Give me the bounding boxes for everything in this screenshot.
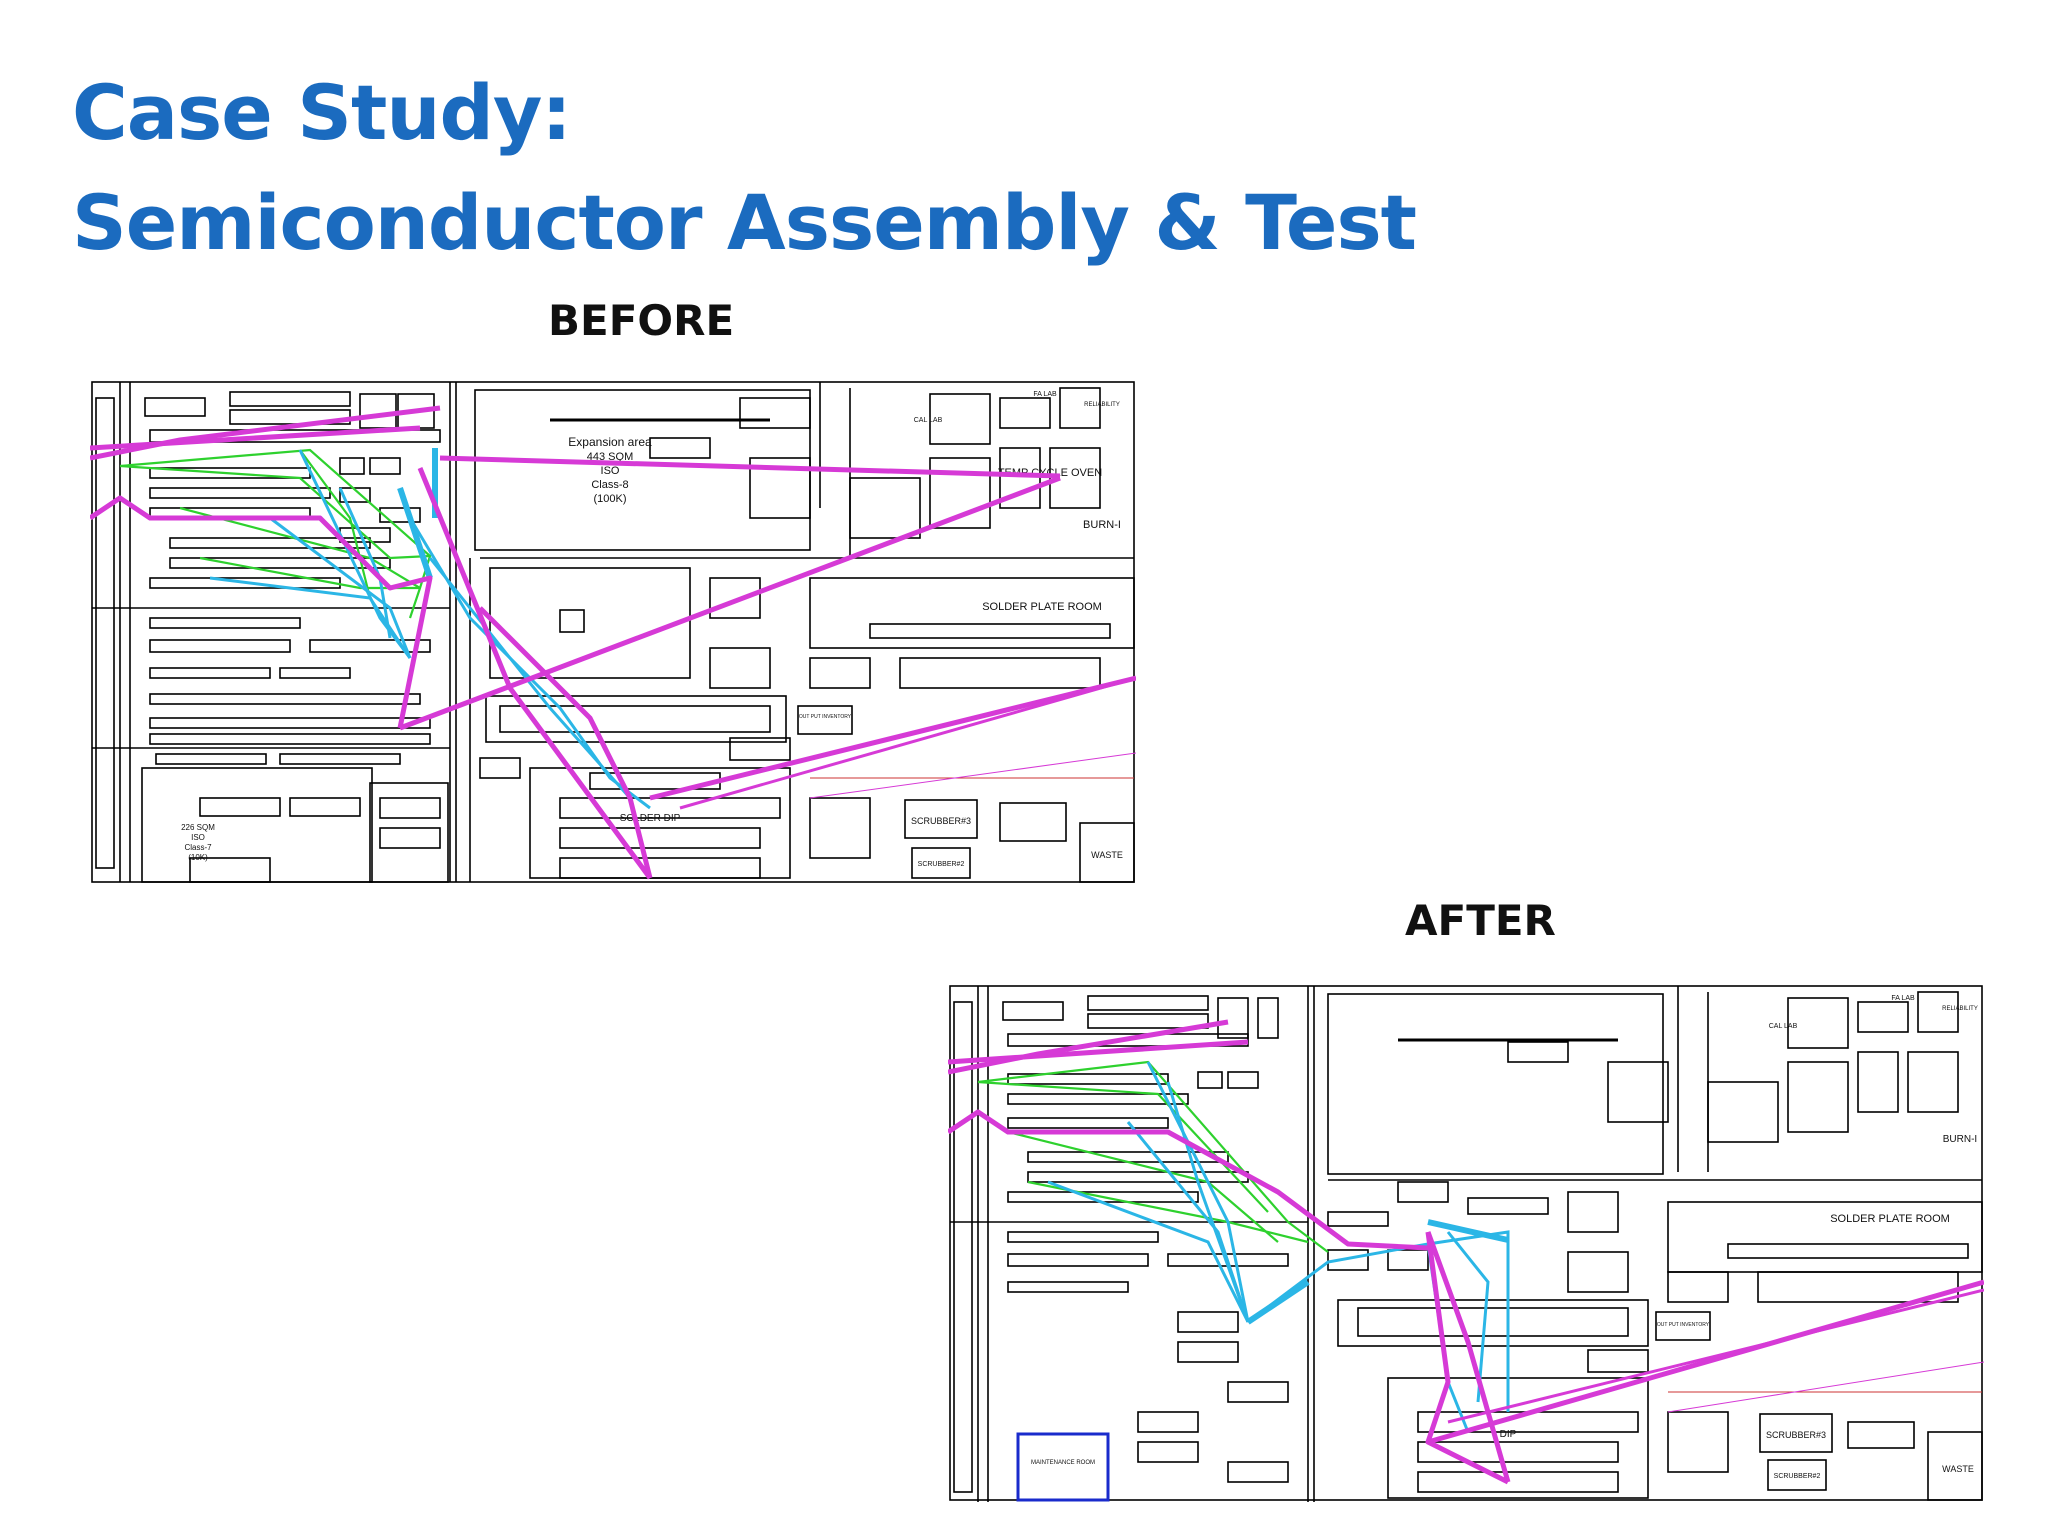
before-expansion-sqm-label: 443 SQM: [587, 451, 633, 463]
before-226-sqm-label: 226 SQM: [181, 823, 215, 832]
after-solder-plate-room-label: SOLDER PLATE ROOM: [1830, 1213, 1950, 1225]
before-floor-plan: Expansion area 443 SQM ISO Class-8 (100K…: [90, 378, 1136, 886]
before-class7-value: (10K): [188, 853, 208, 862]
before-class8-value: (100K): [593, 493, 626, 505]
before-expansion-area-label: Expansion area: [568, 435, 652, 449]
after-waste-label: WASTE: [1942, 1464, 1974, 1474]
before-cal-lab-label: CAL LAB: [914, 417, 943, 424]
after-reliability-label: RELIABILITY: [1942, 1006, 1978, 1012]
after-burn-in-label: BURN-I: [1943, 1134, 1977, 1145]
after-output-inventory-label: OUT PUT INVENTORY: [1657, 1322, 1710, 1328]
after-scrubber2-label: SCRUBBER#2: [1774, 1473, 1821, 1480]
before-class8-label: Class-8: [591, 479, 628, 491]
after-label: AFTER: [1405, 896, 1556, 945]
after-maintenance-room-outline: [1016, 1432, 1110, 1502]
title-line-1: Case Study:: [72, 68, 572, 157]
before-solder-plate-room-label: SOLDER PLATE ROOM: [982, 601, 1102, 613]
before-iso2-label: ISO: [191, 833, 205, 842]
after-cal-lab-label: CAL LAB: [1769, 1023, 1798, 1030]
slide-title: Case Study: Semiconductor Assembly & Tes…: [72, 58, 1417, 278]
after-fa-lab-label: FA LAB: [1891, 995, 1915, 1002]
before-class7-label: Class-7: [184, 843, 212, 852]
before-solder-dip-label: SOLDER DIP: [620, 813, 681, 824]
before-scrubber3-label: SCRUBBER#3: [911, 816, 971, 826]
after-magenta-flow: [948, 1019, 1984, 1485]
before-scrubber2-label: SCRUBBER#2: [918, 861, 965, 868]
before-iso-label: ISO: [601, 465, 620, 477]
before-label: BEFORE: [548, 296, 735, 345]
after-plan-drawing: SOLDER PLATE ROOM BURN-I CAL LAB FA LAB …: [948, 985, 1984, 1502]
after-solder-dip-label: DIP: [1500, 1429, 1517, 1440]
before-waste-label: WASTE: [1091, 850, 1123, 860]
before-magenta-flow: [90, 405, 1136, 880]
after-maintenance-room-label: MAINTENANCE ROOM: [1031, 1460, 1095, 1466]
before-reliability-label: RELIABILITY: [1084, 402, 1120, 408]
after-green-flow: [977, 1060, 1329, 1253]
after-floor-plan: SOLDER PLATE ROOM BURN-I CAL LAB FA LAB …: [948, 982, 1984, 1504]
after-scrubber3-label: SCRUBBER#3: [1766, 1430, 1826, 1440]
title-line-2: Semiconductor Assembly & Test: [72, 178, 1417, 267]
before-burn-in-label: BURN-I: [1083, 519, 1121, 531]
before-fa-lab-label: FA LAB: [1033, 391, 1057, 398]
before-plan-drawing: Expansion area 443 SQM ISO Class-8 (100K…: [90, 381, 1136, 883]
before-output-inventory-label: OUT PUT INVENTORY: [799, 714, 852, 720]
